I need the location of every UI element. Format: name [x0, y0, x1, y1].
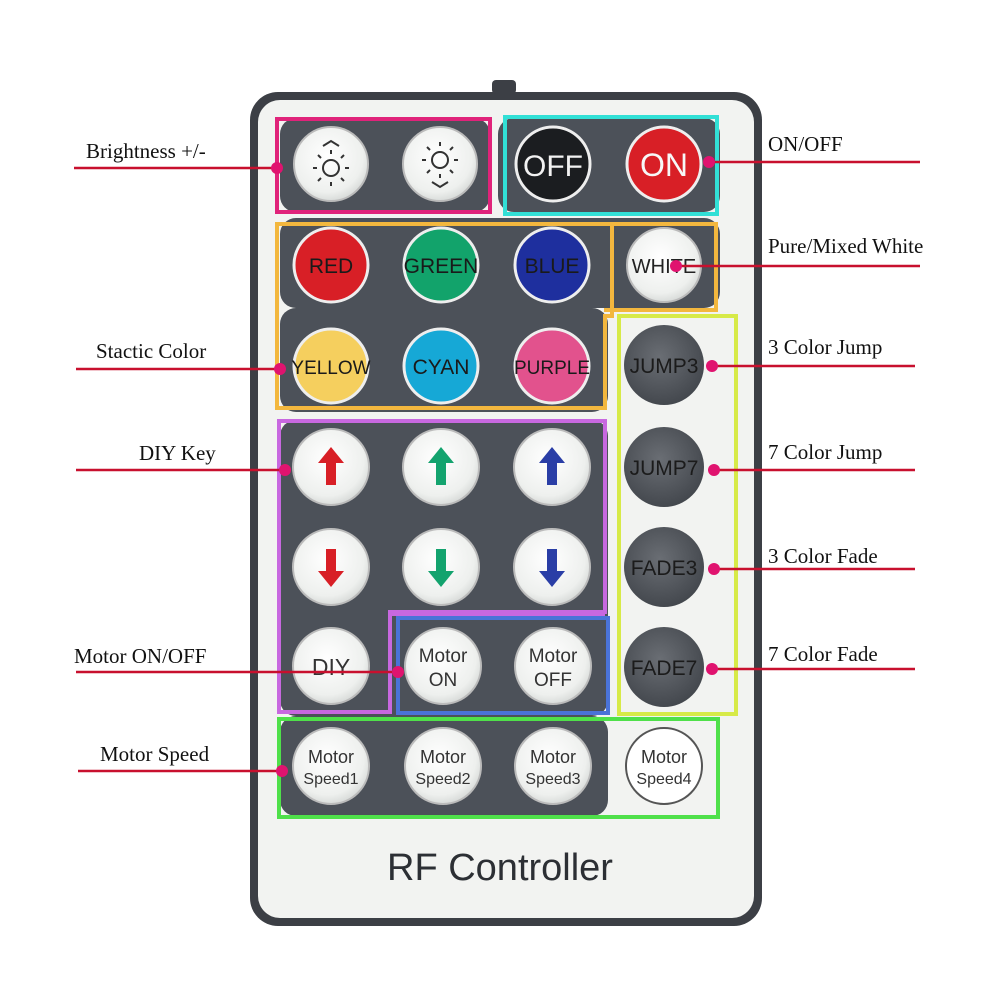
motor-speed4-button[interactable]: Motor Speed4 [625, 727, 703, 805]
off-button-label: OFF [523, 150, 583, 183]
red-button-label: RED [309, 255, 353, 278]
cyan-button-label: CYAN [413, 356, 470, 379]
diy-button[interactable]: DIY [292, 627, 370, 705]
diy-highlight [277, 419, 607, 714]
motor-off-button[interactable]: Motor OFF [514, 627, 592, 705]
callout-static-color: Stactic Color [96, 339, 206, 363]
purple-button[interactable]: PURPLE [513, 327, 591, 405]
callout-lines [74, 160, 920, 773]
motor-speed1-button[interactable]: Motor Speed1 [292, 727, 370, 805]
diy-arrow-keys [292, 428, 591, 606]
motor-off-line2: OFF [534, 670, 572, 691]
motor-on-button[interactable]: Motor ON [404, 627, 482, 705]
sun-minus-icon [422, 142, 458, 189]
yellow-button-label: YELLOW [291, 358, 370, 379]
callout-on-off: ON/OFF [768, 132, 843, 156]
motor-speed2-line1: Motor [420, 747, 466, 767]
brightness-down-button[interactable] [402, 126, 478, 202]
on-off-highlight [503, 115, 719, 216]
purple-button-label: PURPLE [514, 358, 590, 379]
fade3-button-label: FADE3 [631, 557, 698, 580]
antenna-nub [492, 80, 516, 94]
jump7-button-label: JUMP7 [630, 457, 699, 480]
blue-button-label: BLUE [525, 255, 580, 278]
callout-diy-key: DIY Key [139, 441, 216, 465]
jump7-button[interactable]: JUMP7 [624, 427, 704, 507]
callout-pure-mixed-white: Pure/Mixed White [768, 234, 923, 258]
callout-motor-speed: Motor Speed [100, 742, 210, 766]
red-up-arrow-icon [318, 447, 344, 485]
remote-footer-label: RF Controller [387, 847, 613, 889]
jump-fade-highlight [617, 314, 738, 716]
motor-speed3-button[interactable]: Motor Speed3 [514, 727, 592, 805]
callout-7-color-jump: 7 Color Jump [768, 440, 882, 464]
fade7-button[interactable]: FADE7 [624, 627, 704, 707]
off-button[interactable]: OFF [514, 125, 592, 203]
motor-speed2-line2: Speed2 [415, 771, 470, 788]
blue-up-arrow-icon [539, 447, 565, 485]
callout-3-color-fade: 3 Color Fade [768, 544, 878, 568]
motor-speed1-line2: Speed1 [303, 771, 358, 788]
yellow-button[interactable]: YELLOW [291, 327, 371, 405]
diy-arrow-button-4[interactable] [292, 528, 370, 606]
green-button-label: GREEN [404, 255, 479, 278]
green-up-arrow-icon [428, 447, 454, 485]
motor-speed1-line1: Motor [308, 747, 354, 767]
motor-on-line1: Motor [419, 646, 468, 667]
jump3-button-label: JUMP3 [630, 355, 699, 378]
blue-down-arrow-icon [539, 549, 565, 587]
motor-speed3-line1: Motor [530, 747, 576, 767]
motor-on-line2: ON [429, 670, 458, 691]
motor-off-line1: Motor [529, 646, 578, 667]
cyan-button[interactable]: CYAN [402, 327, 480, 405]
callout-3-color-jump: 3 Color Jump [768, 335, 882, 359]
fade7-button-label: FADE7 [631, 657, 698, 680]
on-button[interactable]: ON [625, 125, 703, 203]
green-button[interactable]: GREEN [402, 226, 480, 304]
diy-arrow-button-3[interactable] [513, 428, 591, 506]
motor-speed4-line1: Motor [641, 747, 687, 767]
callout-motor-on-off: Motor ON/OFF [74, 644, 206, 668]
red-down-arrow-icon [318, 549, 344, 587]
fade3-button[interactable]: FADE3 [624, 527, 704, 607]
brightness-up-button[interactable] [293, 126, 369, 202]
diy-arrow-button-1[interactable] [292, 428, 370, 506]
callout-dots [271, 156, 720, 777]
diy-arrow-button-2[interactable] [402, 428, 480, 506]
diy-button-label: DIY [312, 654, 350, 680]
diy-arrow-button-5[interactable] [402, 528, 480, 606]
motor-on-off-highlight [396, 616, 610, 715]
jump3-button[interactable]: JUMP3 [624, 325, 704, 405]
motor-speed2-button[interactable]: Motor Speed2 [404, 727, 482, 805]
green-down-arrow-icon [428, 549, 454, 587]
blue-button[interactable]: BLUE [513, 226, 591, 304]
motor-speed3-line2: Speed3 [525, 771, 580, 788]
on-button-label: ON [640, 147, 688, 183]
white-button-label: WHITE [632, 256, 696, 278]
diy-arrow-button-6[interactable] [513, 528, 591, 606]
callout-7-color-fade: 7 Color Fade [768, 642, 878, 666]
callout-brightness: Brightness +/- [86, 139, 206, 163]
motor-speed4-line2: Speed4 [636, 771, 691, 788]
sun-plus-icon [313, 139, 349, 186]
red-button[interactable]: RED [292, 226, 370, 304]
